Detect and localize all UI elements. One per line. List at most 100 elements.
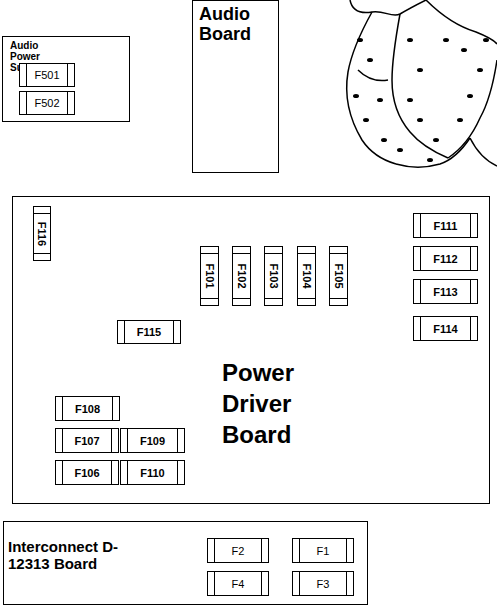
- spot: [457, 118, 463, 122]
- fuse-cap: [298, 253, 315, 254]
- spot: [467, 94, 473, 98]
- fuse-cap: [261, 539, 262, 562]
- fuse-cap: [62, 461, 63, 484]
- fuse-label: F4: [232, 578, 245, 590]
- fuse-cap: [298, 298, 315, 299]
- fuse-cap: [201, 253, 218, 254]
- fuse-label: F104: [301, 263, 313, 288]
- fuse: F109: [120, 428, 185, 453]
- fuse-label: F107: [74, 435, 99, 447]
- fuse-label: F106: [74, 467, 99, 479]
- fuse-cap: [111, 429, 112, 452]
- fuse-cap: [214, 572, 215, 595]
- fuse-label: F501: [34, 69, 59, 81]
- fuse-cap: [420, 317, 421, 340]
- fuse-label: F103: [268, 263, 280, 288]
- fuse-cap: [127, 461, 128, 484]
- fuse-label: F1: [317, 545, 330, 557]
- fuse-cap: [177, 429, 178, 452]
- spot: [433, 138, 439, 142]
- spot: [417, 68, 423, 72]
- board-label: Interconnect D-12313 Board: [8, 539, 128, 572]
- fuse: F114: [413, 316, 478, 341]
- fuse-cap: [111, 461, 112, 484]
- spot: [377, 98, 383, 102]
- fuse-cap: [330, 298, 347, 299]
- leopard-sketch: [347, 0, 497, 167]
- fuse: F3: [292, 571, 354, 596]
- fuse-cap: [34, 253, 50, 254]
- fuse-label: F113: [433, 286, 457, 298]
- fuse: F502: [19, 91, 75, 115]
- spot: [477, 68, 483, 72]
- spot: [363, 118, 369, 122]
- fuse-label: F111: [434, 220, 458, 232]
- fuse-label: F108: [75, 403, 100, 415]
- fuse: F105: [329, 246, 348, 306]
- circuit-board: Power Driver BoardF116F101F102F103F104F1…: [12, 196, 490, 504]
- fuse-cap: [470, 280, 471, 303]
- spot: [407, 98, 413, 102]
- fuse-label: F102: [236, 263, 248, 288]
- fuse: F115: [117, 320, 181, 344]
- fuse-cap: [420, 214, 421, 237]
- fuse-cap: [127, 429, 128, 452]
- fuse: F116: [33, 206, 51, 261]
- fuse-cap: [346, 539, 347, 562]
- fuse-label: F3: [317, 578, 330, 590]
- fuse-label: F109: [140, 435, 165, 447]
- fuse: F101: [200, 246, 219, 306]
- fuse: F111: [413, 213, 478, 238]
- spot: [461, 48, 467, 52]
- fuse-cap: [265, 298, 282, 299]
- fuse-cap: [67, 92, 68, 114]
- fuse: F110: [120, 460, 185, 485]
- fuse-cap: [261, 572, 262, 595]
- fuse-label: F114: [433, 323, 457, 335]
- fuse-cap: [26, 64, 27, 86]
- spot: [417, 118, 423, 122]
- fuse-cap: [62, 429, 63, 452]
- fuse-label: F112: [433, 253, 457, 265]
- fuse-cap: [233, 253, 250, 254]
- fuse-cap: [265, 253, 282, 254]
- fuse-cap: [67, 64, 68, 86]
- fuse-cap: [330, 253, 347, 254]
- fuse-label: F110: [140, 467, 164, 479]
- spot: [427, 158, 433, 162]
- fuse-cap: [34, 213, 50, 214]
- fuse: F501: [19, 63, 75, 87]
- fuse: F106: [55, 460, 119, 485]
- spot: [483, 38, 489, 42]
- fuse: F108: [55, 396, 120, 421]
- fuse-cap: [233, 298, 250, 299]
- fuse-cap: [62, 397, 63, 420]
- fuse-cap: [124, 321, 125, 343]
- board-label: Audio Board: [199, 5, 279, 45]
- spot: [357, 38, 363, 42]
- fuse-label: F502: [34, 97, 59, 109]
- fuse-cap: [177, 461, 178, 484]
- fuse-label: F116: [36, 221, 48, 245]
- fuse-cap: [173, 321, 174, 343]
- fuse: F1: [292, 538, 354, 563]
- fuse-cap: [470, 247, 471, 270]
- fuse: F104: [297, 246, 316, 306]
- fuse-cap: [112, 397, 113, 420]
- board-label: Power Driver Board: [222, 357, 342, 451]
- spot: [381, 138, 387, 142]
- fuse-label: F101: [204, 263, 216, 288]
- circuit-board: Audio Board: [192, 0, 279, 173]
- fuse-cap: [299, 539, 300, 562]
- fuse-cap: [470, 317, 471, 340]
- fuse: F103: [264, 246, 283, 306]
- spot: [443, 38, 449, 42]
- fuse-label: F2: [232, 545, 245, 557]
- fuse: F2: [207, 538, 269, 563]
- fuse-cap: [201, 298, 218, 299]
- fuse-cap: [420, 280, 421, 303]
- spot: [407, 38, 413, 42]
- circuit-board: Audio Power SupplyF501F502: [2, 36, 130, 122]
- fuse: F102: [232, 246, 251, 306]
- spot: [397, 148, 403, 152]
